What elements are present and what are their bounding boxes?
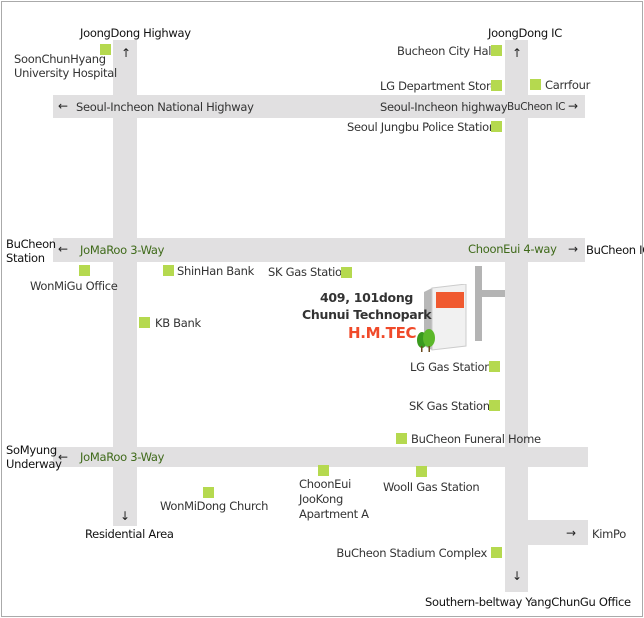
label-bucheon-station-2: Station [6, 251, 45, 265]
marker-icon [489, 361, 500, 372]
marker-icon [491, 80, 502, 91]
marker-icon [100, 44, 111, 55]
marker-icon [491, 121, 502, 132]
label-jomaroo-lower: JoMaRoo 3-Way [80, 450, 165, 464]
arrow-down-icon: ↓ [120, 509, 130, 523]
road-kimpo [505, 520, 588, 545]
label-somyung-1: SoMyung [6, 443, 57, 457]
label-hospital-1: SoonChunHyang [14, 52, 106, 66]
arrow-right-icon: → [568, 99, 578, 113]
access-road [475, 266, 482, 341]
label-kimpo: KimPo [592, 527, 626, 541]
label-jomaroo-upper: JoMaRoo 3-Way [80, 243, 165, 257]
marker-icon [491, 547, 502, 558]
label-kb-bank: KB Bank [155, 316, 201, 330]
marker-icon [416, 466, 427, 477]
arrow-right-icon: → [568, 242, 578, 256]
arrow-down-icon: ↓ [512, 569, 522, 583]
road-seoul-incheon [53, 95, 585, 118]
arrow-left-icon: ← [58, 242, 68, 256]
label-joongdong-ic: JoongDong IC [488, 26, 563, 40]
label-seoul-incheon-national: Seoul-Incheon National Highway [76, 100, 254, 114]
label-carrfour: Carrfour [545, 78, 591, 92]
marker-icon [203, 487, 214, 498]
label-seoul-incheon-highway: Seoul-Incheon highway [380, 100, 508, 114]
label-sk-gas-upper: SK Gas Statio [268, 265, 342, 279]
label-bucheon-ic-right: BuCheon IC [586, 243, 644, 257]
label-shinhan-bank: ShinHan Bank [177, 264, 254, 278]
arrow-up-icon: ↑ [121, 46, 131, 60]
label-apartment-2: JooKong [299, 492, 343, 506]
label-wonmigu-office: WonMiGu Office [30, 279, 118, 293]
label-wooli-gas: WoolI Gas Station [383, 480, 480, 494]
label-lg-department: LG Department Store [380, 79, 497, 93]
road-jomaroo-upper [53, 238, 585, 262]
marker-icon [489, 400, 500, 411]
label-somyung-2: Underway [6, 457, 62, 471]
arrow-up-icon: ↑ [512, 46, 522, 60]
label-chooneui-4way: ChoonEui 4-way [468, 242, 557, 256]
marker-icon [491, 45, 502, 56]
marker-icon [341, 267, 352, 278]
label-sk-gas-lower: SK Gas Station [409, 399, 490, 413]
destination-place: Chunui Technopark [302, 307, 432, 322]
tree-icon [416, 328, 436, 352]
access-road-link [482, 290, 505, 297]
destination-company: H.M.TEC [348, 324, 417, 342]
label-joongdong-highway: JoongDong Highway [80, 26, 191, 40]
label-apartment-1: ChoonEui [299, 477, 352, 491]
marker-icon [396, 433, 407, 444]
road-jomaroo-lower [53, 447, 588, 467]
destination-address: 409, 101dong [320, 290, 414, 305]
label-bucheon-ic: BuCheon IC [507, 101, 566, 113]
label-hospital-2: University Hospital [14, 66, 117, 80]
label-funeral-home: BuCheon Funeral Home [411, 432, 541, 446]
marker-icon [530, 79, 541, 90]
label-wonmidong-church: WonMiDong Church [160, 499, 269, 513]
road-joongdong-highway [113, 40, 137, 526]
label-city-hall: Bucheon City Hall [397, 44, 495, 58]
label-stadium: BuCheon Stadium Complex [336, 546, 487, 560]
arrow-left-icon: ← [58, 450, 68, 464]
label-southern-beltway: Southern-beltway YangChunGu Office [425, 595, 631, 609]
arrow-left-icon: ← [58, 99, 68, 113]
marker-icon [163, 265, 174, 276]
label-bucheon-station-1: BuCheon [6, 237, 56, 251]
label-apartment-3: Apartment A [299, 507, 369, 521]
marker-icon [79, 265, 90, 276]
label-lg-gas: LG Gas Station [410, 360, 492, 374]
marker-icon [318, 465, 329, 476]
arrow-right-icon: → [566, 526, 576, 540]
label-residential-area: Residential Area [85, 527, 174, 541]
road-right-vertical [505, 40, 528, 592]
label-police: Seoul Jungbu Police Station [347, 120, 496, 134]
marker-icon [139, 317, 150, 328]
